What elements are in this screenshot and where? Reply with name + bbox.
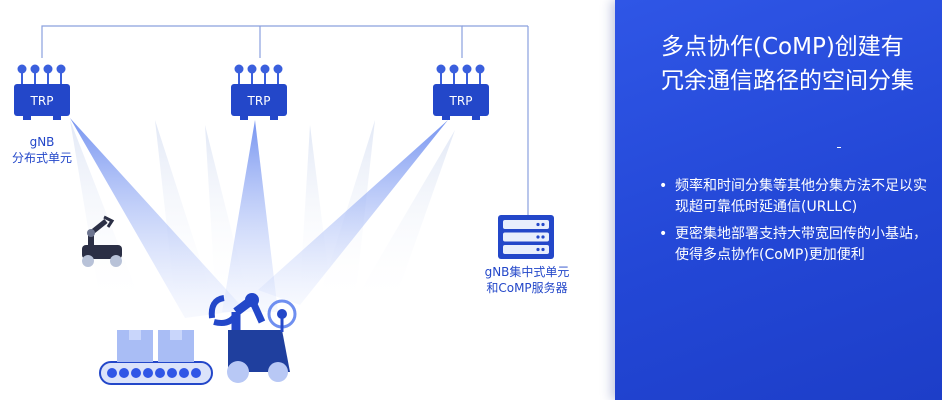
- backhaul-lines: [41, 25, 529, 215]
- antenna-signal-icon: [267, 299, 297, 332]
- du-label-line1: gNB: [30, 135, 55, 149]
- trp-unit-1: TRP: [14, 64, 70, 120]
- cu-label-line1: gNB集中式单元: [485, 264, 570, 279]
- bullet-list: 频率和时间分集等其他分集方法不足以实现超可靠低时延通信(URLLC) 更密集地部…: [659, 176, 929, 272]
- trp-label-3: TRP: [449, 94, 473, 108]
- comp-diagram: TRP TRP TRP gNB 分布式单元 gNB集中式单元 和CoMP服务器: [12, 25, 570, 385]
- cargo-box-2: [158, 330, 194, 362]
- info-panel: 多点协作(CoMP)创建有冗余通信路径的空间分集 频率和时间分集等其他分集方法不…: [615, 0, 942, 400]
- mobile-robot-icon: [82, 215, 122, 267]
- cargo-box-1: [117, 330, 153, 362]
- server-icon: [498, 215, 554, 259]
- trp-label-1: TRP: [30, 94, 54, 108]
- conveyor-belt: [99, 361, 213, 385]
- bullet-item: 更密集地部署支持大带宽回传的小基站，使得多点协作(CoMP)更加便利: [659, 224, 929, 266]
- bullet-item: 频率和时间分集等其他分集方法不足以实现超可靠低时延通信(URLLC): [659, 176, 929, 218]
- divider-dash: [837, 147, 841, 148]
- trp-label-2: TRP: [247, 94, 271, 108]
- du-label-line2: 分布式单元: [12, 151, 72, 165]
- robot-arm-icon: [208, 293, 290, 383]
- comp-beams: [70, 118, 448, 318]
- cu-label-line2: 和CoMP服务器: [486, 280, 567, 295]
- trp-unit-2: TRP: [231, 64, 287, 120]
- trp-unit-3: TRP: [433, 64, 489, 120]
- panel-title: 多点协作(CoMP)创建有冗余通信路径的空间分集: [661, 34, 914, 94]
